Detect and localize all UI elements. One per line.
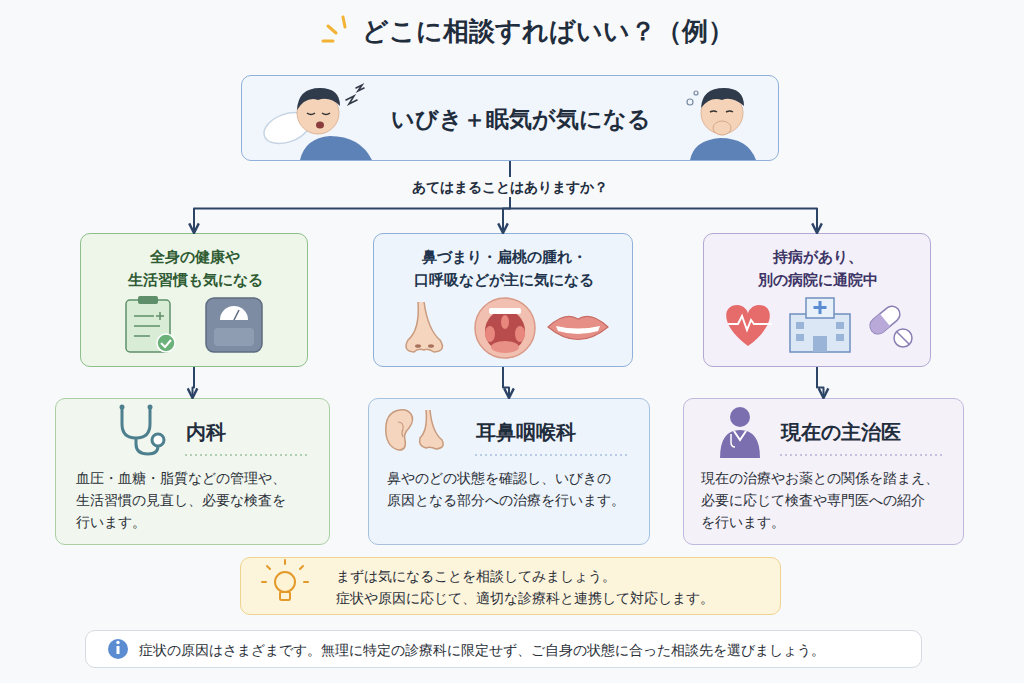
sparkle-icon <box>328 26 336 33</box>
node-text: 持病があり、 別の病院に通院中 <box>718 246 918 292</box>
node-heading: 現在の主治医 <box>781 419 951 445</box>
node-text: 全身の健康や 生活習慣も気になる <box>95 246 295 292</box>
process-box: いびき＋眠気が気になる <box>241 75 779 161</box>
flow-arrow <box>193 367 195 398</box>
flow-arrow <box>503 161 510 233</box>
question-label: あてはまることはありますか？ <box>370 177 650 197</box>
process-box: 鼻づまり・扁桃の腫れ・ 口呼吸などが主に気になる <box>373 233 633 367</box>
node-heading: 耳鼻咽喉科 <box>476 419 636 445</box>
process-box: 全身の健康や 生活習慣も気になる <box>80 233 308 367</box>
flow-arrow <box>510 161 817 233</box>
process-box: 持病があり、 別の病院に通院中 <box>703 233 931 367</box>
process-box: 耳鼻咽喉科鼻やのどの状態を確認し、いびきの 原因となる部分への治療を行います。 <box>368 398 650 545</box>
sparkle-icon <box>323 17 345 41</box>
node-text: 鼻づまり・扁桃の腫れ・ 口呼吸などが主に気になる <box>384 246 624 292</box>
sparkle-icon <box>343 17 345 27</box>
node-text: 現在の治療やお薬との関係を踏まえ、 必要に応じて検査や専門医への紹介 を行います… <box>701 467 959 533</box>
diagram-title: どこに相談すればいい？（例） <box>318 14 778 48</box>
node-text: いびき＋眠気が気になる <box>376 104 666 134</box>
node-heading: 内科 <box>186 419 316 445</box>
sparkle-icon <box>323 40 333 43</box>
node-text: 鼻やのどの状態を確認し、いびきの 原因となる部分への治療を行います。 <box>387 467 645 511</box>
process-box: 現在の主治医現在の治療やお薬との関係を踏まえ、 必要に応じて検査や専門医への紹介… <box>683 398 964 545</box>
process-box: 症状の原因はさまざまです。無理に特定の診療科に限定せず、ご自身の状態に合った相談… <box>85 630 922 668</box>
flow-arrow <box>503 367 509 398</box>
flow-arrow <box>194 161 510 233</box>
node-text: まずは気になることを相談してみましょう。 症状や原因に応じて、適切な診療科と連携… <box>336 565 756 609</box>
flow-arrow <box>817 367 824 398</box>
process-box: 内科血圧・血糖・脂質などの管理や、 生活習慣の見直し、必要な検査を 行います。 <box>55 398 330 545</box>
node-text: 血圧・血糖・脂質などの管理や、 生活習慣の見直し、必要な検査を 行います。 <box>76 467 316 533</box>
node-text: 症状の原因はさまざまです。無理に特定の診療科に限定せず、ご自身の状態に合った相談… <box>139 641 909 659</box>
process-box: まずは気になることを相談してみましょう。 症状や原因に応じて、適切な診療科と連携… <box>240 557 781 615</box>
